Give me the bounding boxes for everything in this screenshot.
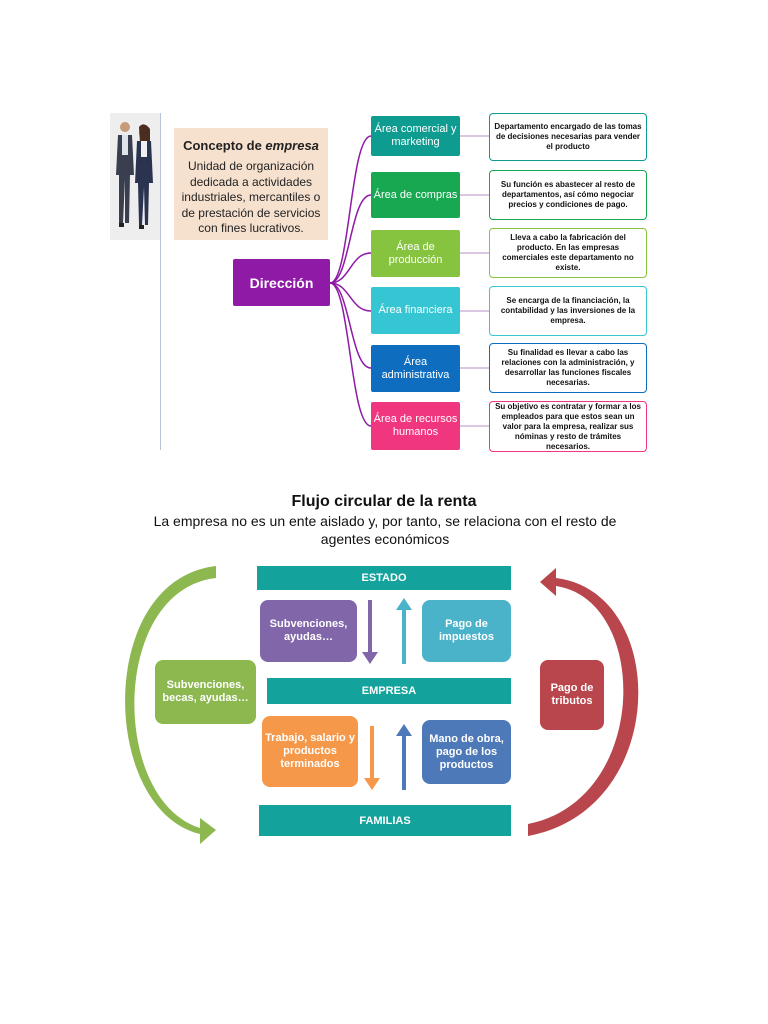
- business-people-photo: [110, 113, 160, 240]
- area-financiera-description: Se encarga de la financiación, la contab…: [489, 286, 647, 336]
- area-comercial-description: Departamento encargado de las tomas de d…: [489, 113, 647, 161]
- area-compras-description: Su función es abastecer al resto de depa…: [489, 170, 647, 220]
- area-rrhh-box: Área de recursos humanos: [371, 402, 460, 450]
- pago-impuestos-box: Pago de impuestos: [422, 600, 511, 662]
- area-administrativa-box: Área administrativa: [371, 345, 460, 392]
- area-produccion-box: Área de producción: [371, 230, 460, 277]
- up-arrow-cyan: [396, 598, 412, 664]
- empresa-bar: EMPRESA: [267, 678, 511, 704]
- area-financiera-box: Área financiera: [371, 287, 460, 334]
- familias-bar: FAMILIAS: [259, 805, 511, 836]
- subvenciones-ayudas-box: Subvenciones, ayudas…: [260, 600, 357, 662]
- area-produccion-description: Lleva a cabo la fabricación del producto…: [489, 228, 647, 278]
- people-illustration: [110, 113, 160, 240]
- estado-bar: ESTADO: [257, 566, 511, 590]
- subvenciones-becas-box: Subvenciones, becas, ayudas…: [155, 660, 256, 724]
- concept-title: Concepto de empresa: [183, 138, 319, 153]
- flow-subtitle: La empresa no es un ente aislado y, por …: [153, 513, 617, 547]
- branch-connectors: [329, 135, 489, 427]
- trabajo-box: Trabajo, salario y productos terminados: [262, 716, 358, 787]
- flow-title: Flujo circular de la renta: [291, 493, 477, 510]
- right-red-arrow: [528, 568, 639, 836]
- down-arrow-orange: [364, 726, 380, 790]
- down-arrow-purple: [362, 600, 378, 664]
- area-administrativa-description: Su finalidad es llevar a cabo las relaci…: [489, 343, 647, 393]
- direccion-box: Dirección: [233, 259, 330, 306]
- up-arrow-blue: [396, 724, 412, 790]
- concept-box: Concepto de empresa Unidad de organizaci…: [174, 128, 328, 240]
- circular-flow-arrows: [125, 566, 639, 844]
- divider-line: [160, 113, 161, 450]
- area-comercial-box: Área comercial y marketing: [371, 116, 460, 156]
- area-rrhh-description: Su objetivo es contratar y formar a los …: [489, 401, 647, 452]
- concept-description: Unidad de organización dedicada a activi…: [181, 159, 321, 235]
- pago-tributos-box: Pago de tributos: [540, 660, 604, 730]
- area-compras-box: Área de compras: [371, 172, 460, 218]
- mano-obra-box: Mano de obra, pago de los productos: [422, 720, 511, 784]
